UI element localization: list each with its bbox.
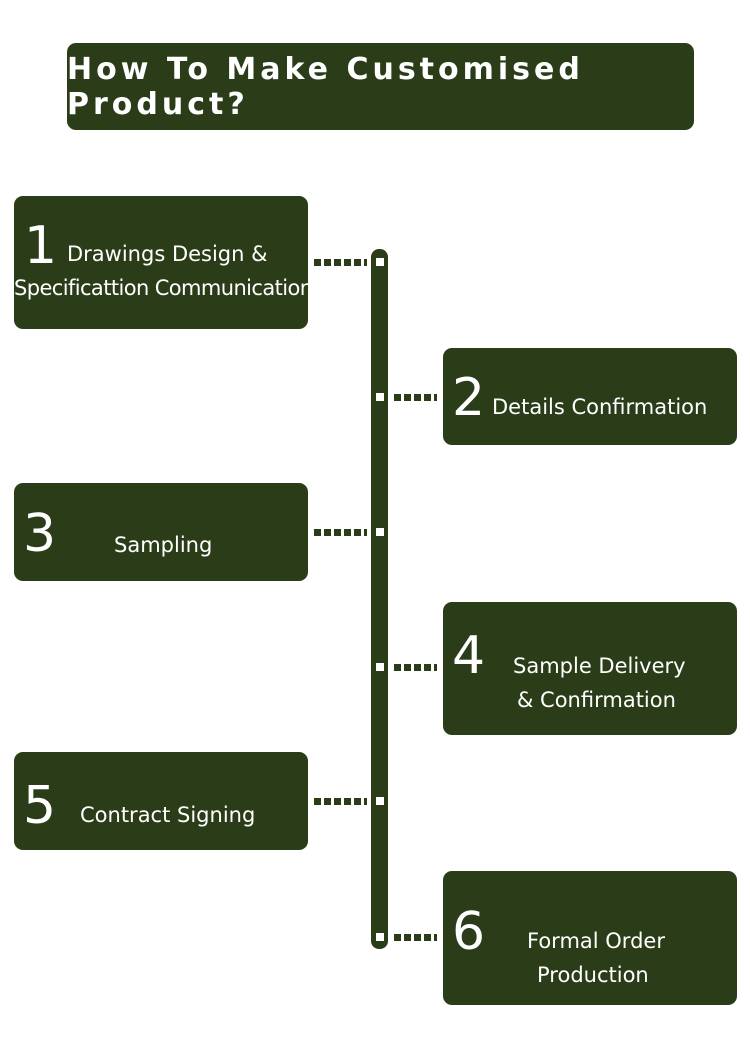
step-4-label-line2: & Confirmation <box>517 688 676 712</box>
step-3-number: 3 <box>23 504 57 564</box>
connector-6 <box>394 934 437 941</box>
step-1-number: 1 <box>24 216 58 276</box>
timeline-spine <box>371 249 388 949</box>
connector-1 <box>314 259 367 266</box>
step-6-label-line2: Production <box>537 963 649 987</box>
connector-2 <box>394 394 437 401</box>
step-5-number: 5 <box>23 776 57 836</box>
connector-4 <box>394 664 437 671</box>
page-title: How To Make Customised Product? <box>67 43 694 130</box>
step-1-label-line1: Drawings Design & <box>67 242 268 266</box>
step-1-box: 1 Drawings Design & Specificattion Commu… <box>14 196 313 329</box>
step-3-box: 3 Sampling <box>14 483 308 581</box>
step-5-box: 5 Contract Signing <box>14 752 308 850</box>
timeline-node-4 <box>376 663 384 671</box>
timeline-node-1 <box>376 258 384 266</box>
step-6-number: 6 <box>452 902 486 962</box>
timeline-node-3 <box>376 528 384 536</box>
timeline-node-6 <box>376 933 384 941</box>
step-2-label: Details Confirmation <box>492 395 708 419</box>
step-2-box: 2 Details Confirmation <box>443 348 737 445</box>
step-6-label-line1: Formal Order <box>527 929 665 953</box>
step-2-number: 2 <box>452 368 486 428</box>
timeline-node-2 <box>376 393 384 401</box>
step-1-label-line2: Specificattion Communication <box>14 276 313 300</box>
step-4-number: 4 <box>452 626 486 686</box>
step-6-box: 6 Formal Order Production <box>443 871 737 1005</box>
connector-5 <box>314 798 367 805</box>
step-5-label: Contract Signing <box>80 803 256 827</box>
step-4-label-line1: Sample Delivery <box>513 654 686 678</box>
connector-3 <box>314 529 367 536</box>
step-3-label: Sampling <box>114 533 213 557</box>
timeline-node-5 <box>376 797 384 805</box>
step-4-box: 4 Sample Delivery & Confirmation <box>443 602 737 735</box>
